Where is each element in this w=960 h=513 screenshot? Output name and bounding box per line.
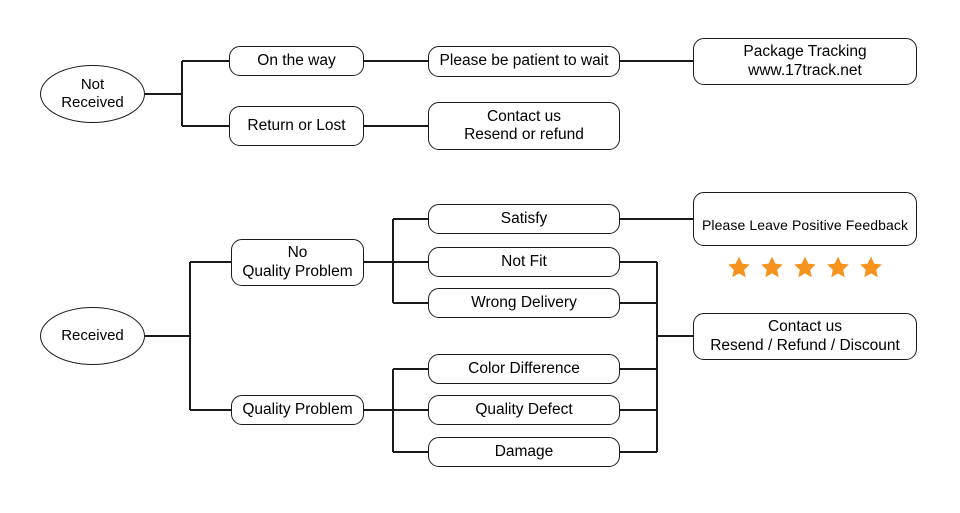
node-contact-resend-refund[interactable]: Contact us Resend or refund [428,102,620,150]
star-icon[interactable] [793,255,817,279]
star-icon[interactable] [727,255,751,279]
node-not-received[interactable]: Not Received [40,65,145,123]
node-color-difference[interactable]: Color Difference [428,354,620,384]
node-quality-defect[interactable]: Quality Defect [428,395,620,425]
star-icon[interactable] [826,255,850,279]
star-icon[interactable] [760,255,784,279]
feedback-label: Please Leave Positive Feedback [701,216,909,233]
rating-stars[interactable] [694,255,916,279]
node-received[interactable]: Received [40,307,145,365]
node-return-or-lost[interactable]: Return or Lost [229,106,364,146]
node-quality-problem[interactable]: Quality Problem [231,395,364,425]
node-wrong-delivery[interactable]: Wrong Delivery [428,288,620,318]
node-not-fit[interactable]: Not Fit [428,247,620,277]
node-satisfy[interactable]: Satisfy [428,204,620,234]
node-please-be-patient[interactable]: Please be patient to wait [428,46,620,77]
node-package-tracking[interactable]: Package Tracking www.17track.net [693,38,917,85]
node-no-quality-problem[interactable]: No Quality Problem [231,239,364,286]
node-on-the-way[interactable]: On the way [229,46,364,76]
node-damage[interactable]: Damage [428,437,620,467]
node-contact-resend-refund-discount[interactable]: Contact us Resend / Refund / Discount [693,313,917,360]
star-icon[interactable] [859,255,883,279]
node-leave-positive-feedback[interactable]: Please Leave Positive Feedback [693,192,917,278]
